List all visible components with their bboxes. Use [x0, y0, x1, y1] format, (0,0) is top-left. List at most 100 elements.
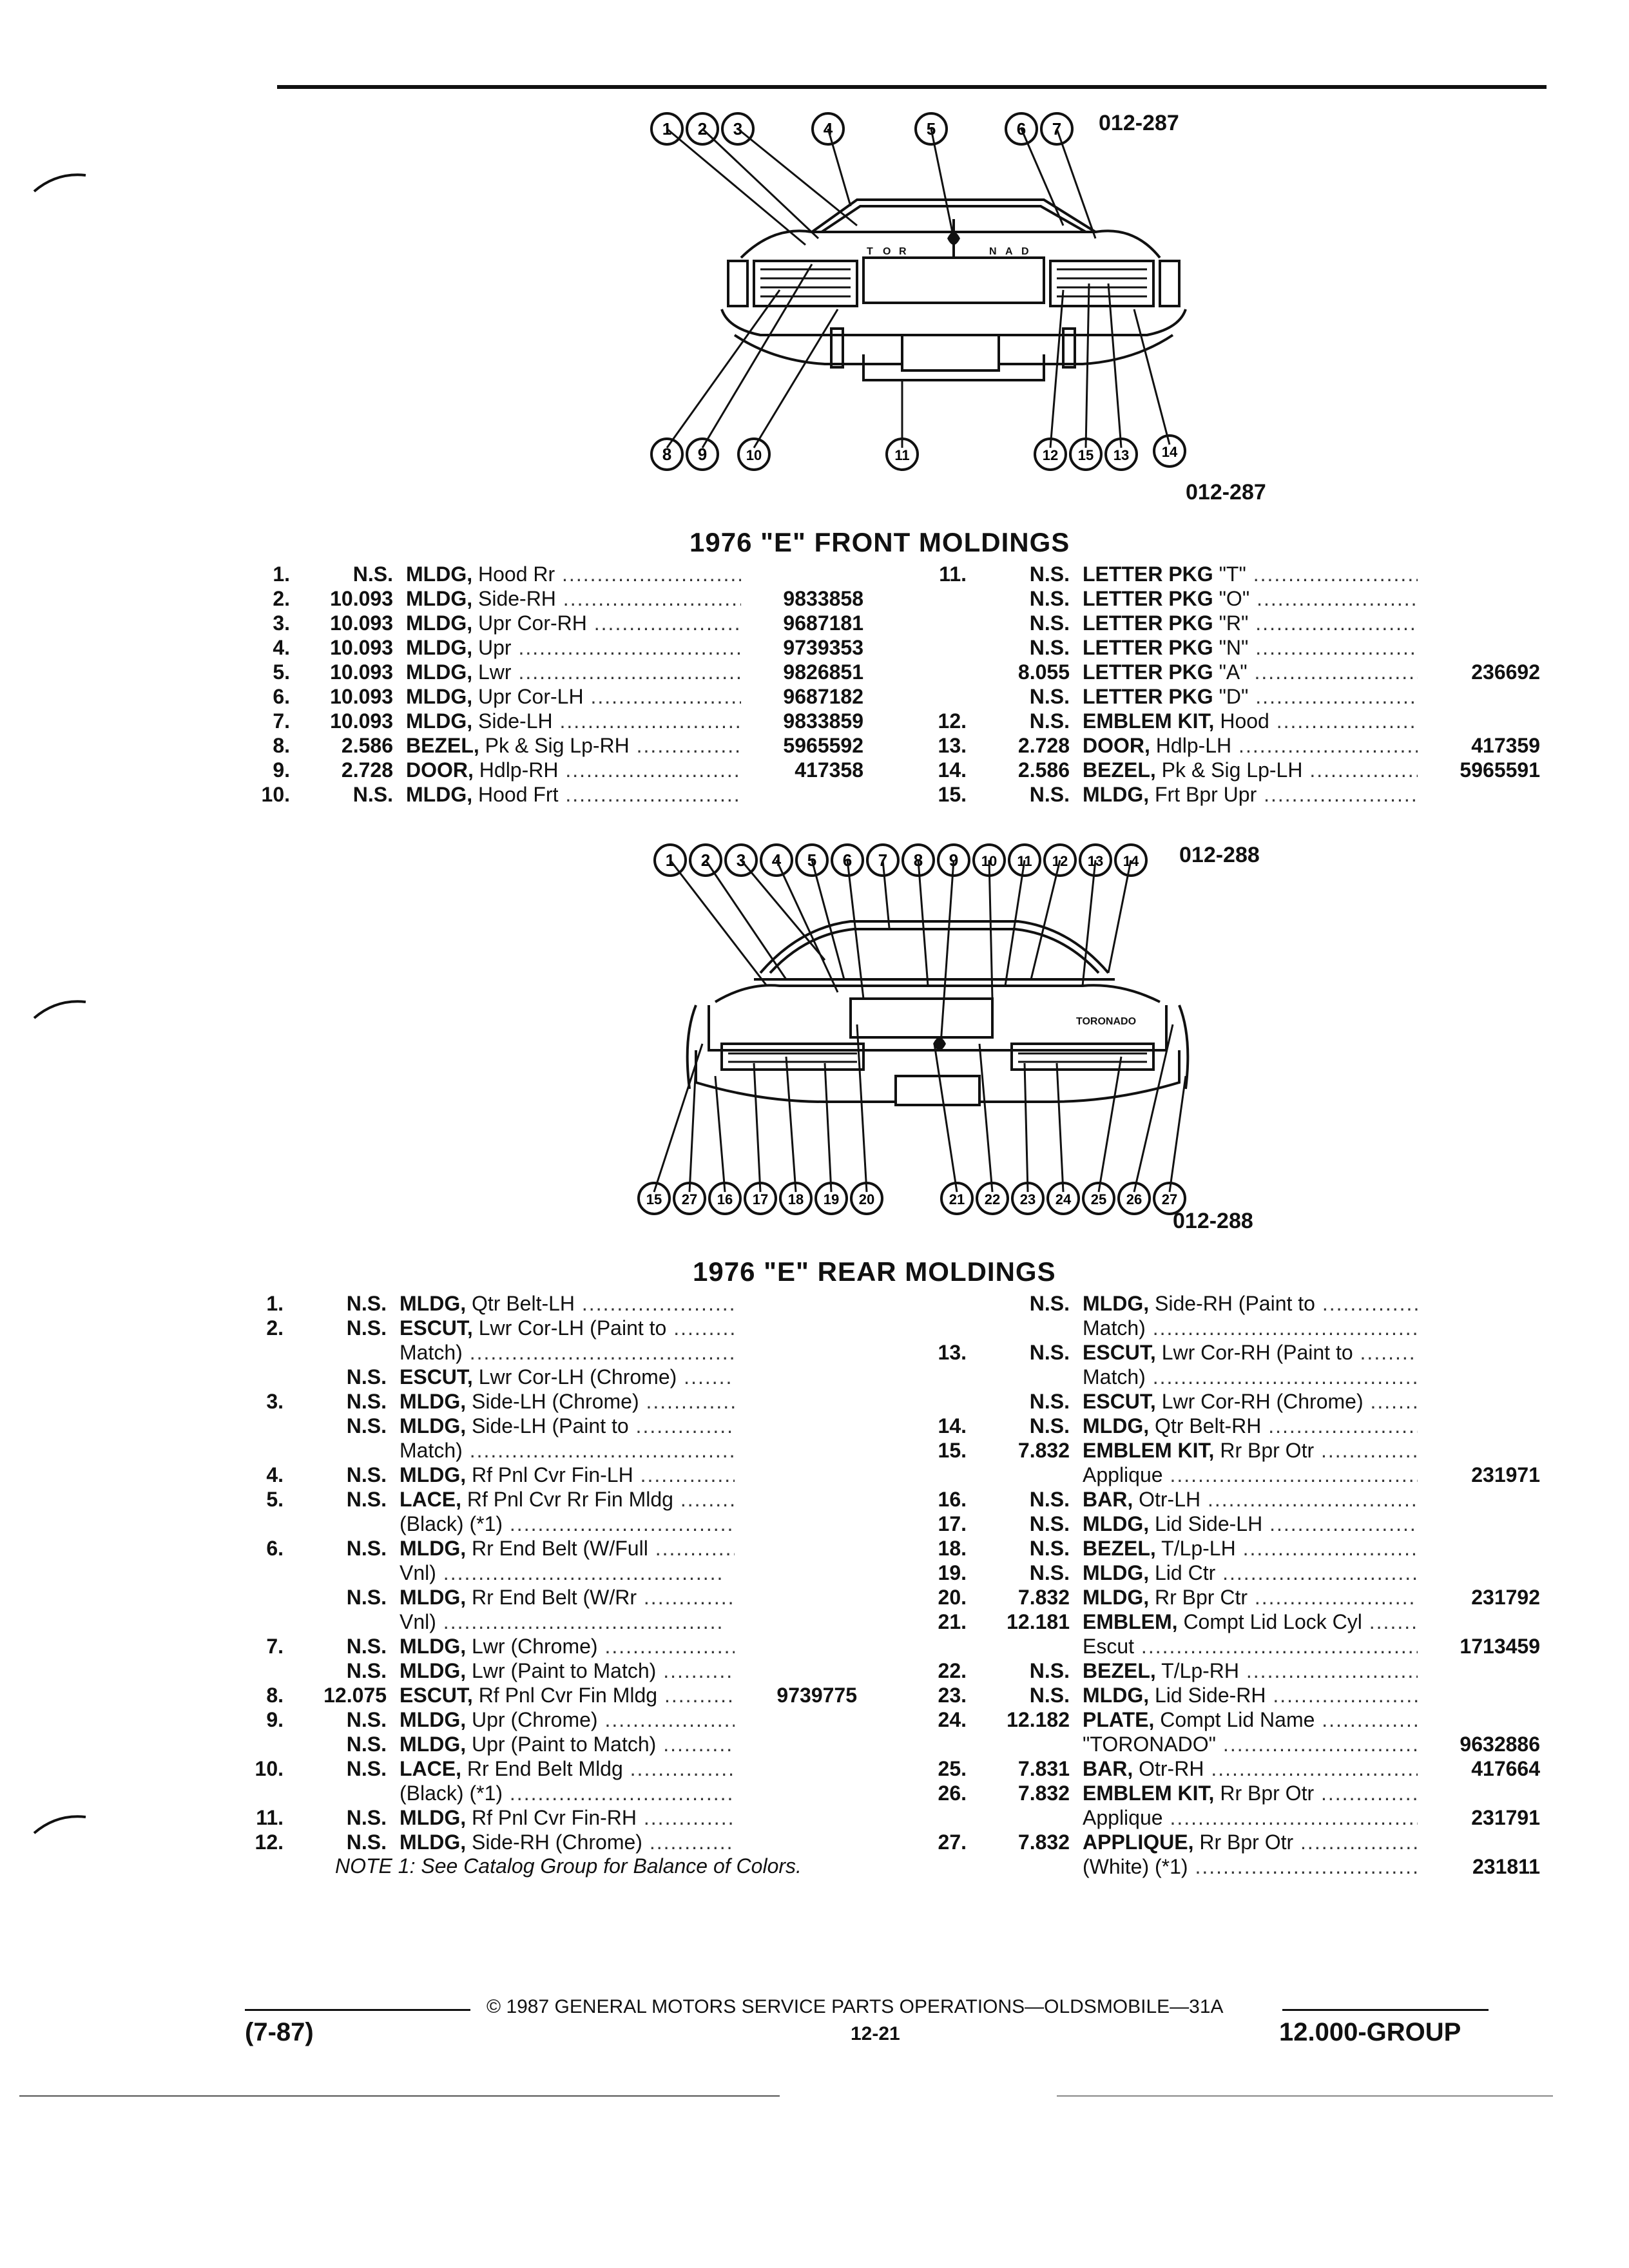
svg-text:N: N	[989, 246, 997, 257]
item-number: 6.	[266, 1537, 284, 1560]
parts-row: 16.N.S.BAR, Otr-LH .....................…	[921, 1488, 1566, 1512]
part-name: EMBLEM KIT,	[1083, 709, 1215, 733]
item-number: 27.	[938, 1831, 967, 1854]
item-number: 8.	[273, 734, 290, 757]
toronado-badge: TORONADO	[1076, 1016, 1136, 1027]
leader-dots: ........................................	[590, 685, 741, 708]
part-description: MLDG, Qtr Belt-RH ......................…	[1083, 1414, 1418, 1438]
part-name: MLDG,	[400, 1390, 467, 1413]
leader-dots: ........................................	[1254, 660, 1418, 684]
group-number: 12.075	[323, 1684, 387, 1707]
part-detail: Applique	[1083, 1806, 1163, 1829]
part-name: LETTER PKG	[1083, 685, 1213, 708]
item-number: 21.	[938, 1610, 967, 1633]
part-name: BEZEL,	[406, 734, 479, 757]
callout-19: 19	[815, 1182, 848, 1215]
part-detail: Vnl)	[400, 1561, 436, 1584]
leader-dots: ........................................	[646, 1390, 735, 1413]
part-name: BEZEL,	[1083, 1659, 1156, 1682]
group-number: 12.182	[1007, 1708, 1070, 1731]
part-detail: Side-LH	[472, 709, 553, 733]
part-name: MLDG,	[1083, 1292, 1150, 1315]
part-description: "TORONADO" .............................…	[1083, 1733, 1418, 1756]
parts-row: 1.N.S.MLDG, Qtr Belt-LH ................…	[238, 1292, 883, 1316]
callout-22: 22	[976, 1182, 1009, 1215]
parts-row: N.S. MLDG, Lwr (Paint to Match) .........…	[238, 1659, 883, 1684]
leader-dots: ........................................	[1253, 562, 1418, 586]
svg-text:12: 12	[1043, 447, 1058, 463]
part-name: MLDG,	[400, 1733, 467, 1756]
part-description: MLDG, Qtr Belt-LH ......................…	[400, 1292, 735, 1316]
part-name: ESCUT,	[1083, 1341, 1156, 1364]
part-detail: Hdlp-RH	[473, 758, 559, 782]
svg-text:25: 25	[1091, 1191, 1106, 1207]
part-description: MLDG, Frt Bpr Upr ......................…	[1083, 783, 1418, 807]
item-number: 12.	[938, 709, 967, 733]
part-name: MLDG,	[1083, 1561, 1150, 1584]
part-description: (Black) (*1) ...........................…	[400, 1782, 735, 1805]
leader-dots: ........................................	[680, 1488, 735, 1511]
item-number: 11.	[256, 1806, 284, 1829]
svg-text:27: 27	[682, 1191, 697, 1207]
margin-mark-3	[33, 1815, 86, 1834]
svg-text:11: 11	[894, 447, 909, 463]
part-description: MLDG, Rr End Belt (W/Rr ................…	[400, 1586, 735, 1610]
part-name: EMBLEM KIT,	[1083, 1439, 1215, 1462]
leader-dots: ........................................	[1321, 1439, 1418, 1462]
leader-dots: ........................................	[462, 1341, 735, 1364]
group-number: N.S.	[1029, 587, 1070, 610]
parts-row: 10.N.S.MLDG, Hood Frt ..................…	[245, 783, 889, 807]
leader-dots: ........................................	[1322, 1708, 1418, 1731]
group-number: N.S.	[346, 1659, 387, 1682]
part-description: MLDG, Lwr (Paint to Match) .............…	[400, 1659, 735, 1683]
part-description: MLDG, Side-RH ..........................…	[406, 587, 741, 611]
part-description: LETTER PKG "R" .........................…	[1083, 611, 1418, 635]
svg-text:15: 15	[646, 1191, 662, 1207]
parts-row: 15.N.S.MLDG, Frt Bpr Upr ...............…	[921, 783, 1566, 807]
item-number: 4.	[266, 1463, 284, 1486]
part-detail: Hdlp-LH	[1150, 734, 1232, 757]
svg-text:15: 15	[1078, 447, 1094, 463]
svg-text:14: 14	[1162, 444, 1178, 460]
leader-dots: ........................................	[1242, 1537, 1418, 1560]
part-description: Vnl) ...................................…	[400, 1561, 735, 1585]
leader-dots: ........................................	[436, 1561, 724, 1584]
item-number: 25.	[938, 1757, 967, 1780]
part-detail: Match)	[1083, 1316, 1146, 1340]
item-number: 11.	[939, 562, 967, 586]
parts-row: (Black) (*1) ...........................…	[238, 1782, 883, 1806]
part-detail: Hood Rr	[472, 562, 555, 586]
item-number: 17.	[938, 1512, 967, 1535]
parts-row: N.S.MLDG, Upr (Paint to Match) .........…	[238, 1733, 883, 1757]
svg-text:8: 8	[662, 445, 671, 464]
group-number: N.S.	[1029, 1390, 1070, 1413]
part-detail: Hood	[1214, 709, 1269, 733]
part-detail: Upr Cor-LH	[472, 685, 584, 708]
leader-dots: ........................................	[462, 1439, 735, 1462]
part-description: MLDG, Upr (Paint to Match) .............…	[400, 1733, 735, 1756]
leader-dots: ........................................	[1255, 636, 1418, 659]
part-name: BEZEL,	[1083, 758, 1156, 782]
part-detail: Pk & Sig Lp-LH	[1155, 758, 1303, 782]
part-detail: (Black) (*1)	[400, 1512, 503, 1535]
svg-text:16: 16	[717, 1191, 733, 1207]
leader-dots: ........................................	[649, 1831, 735, 1854]
part-detail: (White) (*1)	[1083, 1855, 1188, 1878]
fig1-code-bottom: 012-287	[1186, 480, 1266, 505]
part-description: LETTER PKG "T" .........................…	[1083, 562, 1418, 586]
parts-row: 23.N.S.MLDG, Lid Side-RH ...............…	[921, 1684, 1566, 1708]
part-description: MLDG, Upr ..............................…	[406, 636, 741, 660]
group-number: 12.181	[1007, 1610, 1070, 1633]
part-description: BAR, Otr-LH ............................…	[1083, 1488, 1418, 1512]
item-number: 2.	[273, 587, 290, 610]
group-number: N.S.	[346, 1708, 387, 1731]
parts-row: 13.N.S.ESCUT, Lwr Cor-RH (Paint to .....…	[921, 1341, 1566, 1365]
part-name: MLDG,	[400, 1463, 467, 1486]
group-number: 10.093	[330, 709, 393, 733]
leader-dots: ........................................	[563, 587, 741, 610]
parts-row: 4.N.S.MLDG, Rf Pnl Cvr Fin-LH ..........…	[238, 1463, 883, 1488]
